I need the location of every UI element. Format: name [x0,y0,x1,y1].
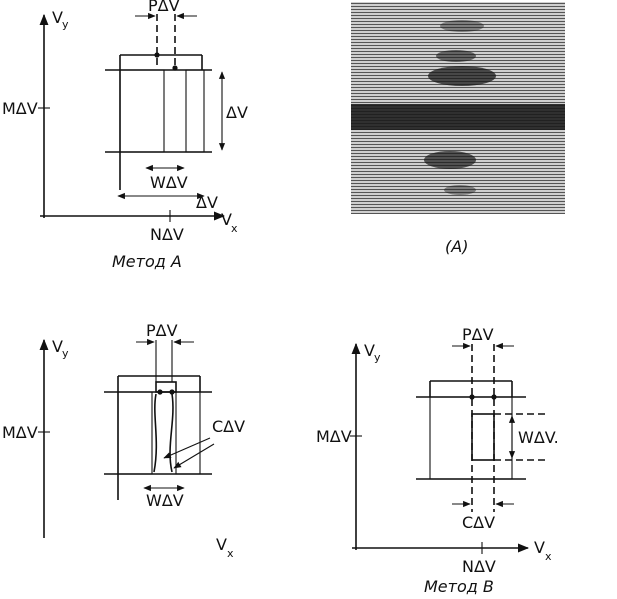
c-window [471,413,495,461]
b-label-m: MΔV [2,423,38,442]
a-axis-x-label: V [221,210,232,229]
photo-top-blob [440,20,484,32]
b-axis-y-label: V [52,337,63,356]
c-dot-right [491,394,497,400]
photo-upper-blob-2 [436,50,476,62]
panel-b: V y MΔV V x PΔV CΔV WΔV [2,321,245,560]
a-label-w: WΔV [150,173,188,192]
c-axis-y-sub: y [374,351,381,364]
b-slit-left [153,393,158,473]
a-axis-y-label: V [52,8,63,27]
photo-bottom-blob [444,185,476,195]
c-axis-x-sub: x [545,550,552,563]
b-top-slot [155,381,177,393]
b-slit-right [169,393,174,473]
c-label-n: NΔV [462,557,496,576]
b-axis-y-sub: y [62,347,69,360]
a-label-p: PΔV [148,0,180,15]
photo-central-band [351,104,565,130]
c-caption: Метод В [424,577,494,596]
c-dot-left [469,394,475,400]
c-label-w: WΔV. [518,428,559,447]
c-label-c: CΔV [462,513,495,532]
a-p-dot-right [172,65,178,71]
panel-method-a: V y V x MΔV NΔV PΔV ΔV WΔV ΔV Метод А [2,0,248,271]
b-label-c: CΔV [212,417,245,436]
photo-lower-blob [424,151,476,169]
photo-panel: (A) [351,2,565,256]
b-dot-right [169,389,175,395]
c-axis-x-label: V [534,538,545,557]
b-c-arrow-1 [163,437,211,459]
a-hatch-right [185,69,205,153]
panel-method-b: V y V x MΔV NΔV PΔV WΔV. CΔV Метод В [316,325,559,596]
a-label-dv: ΔV [226,103,248,122]
c-label-p: PΔV [462,325,494,344]
a-hatch-left [119,69,165,153]
b-axis-x-sub: x [227,547,234,560]
photo-upper-blob [428,66,496,86]
b-label-p: PΔV [146,321,178,340]
a-axis-y-sub: y [62,18,69,31]
a-label-m: MΔV [2,99,38,118]
b-axis-x-label: V [216,535,227,554]
a-label-dv-bottom: ΔV [196,193,218,212]
b-hatch-right [175,391,201,475]
a-caption: Метод А [112,252,182,271]
b-label-w: WΔV [146,491,184,510]
a-axis-x-sub: x [231,222,238,235]
photo-caption: (A) [445,237,468,256]
c-hatch-block [429,396,513,480]
c-axis-y-label: V [364,341,375,360]
b-dot-left [157,389,163,395]
b-c-arrow-2 [173,443,215,469]
b-hatch-left [117,391,153,475]
c-label-m: MΔV [316,427,352,446]
a-label-n: NΔV [150,225,184,244]
a-p-dot-left [154,52,160,58]
